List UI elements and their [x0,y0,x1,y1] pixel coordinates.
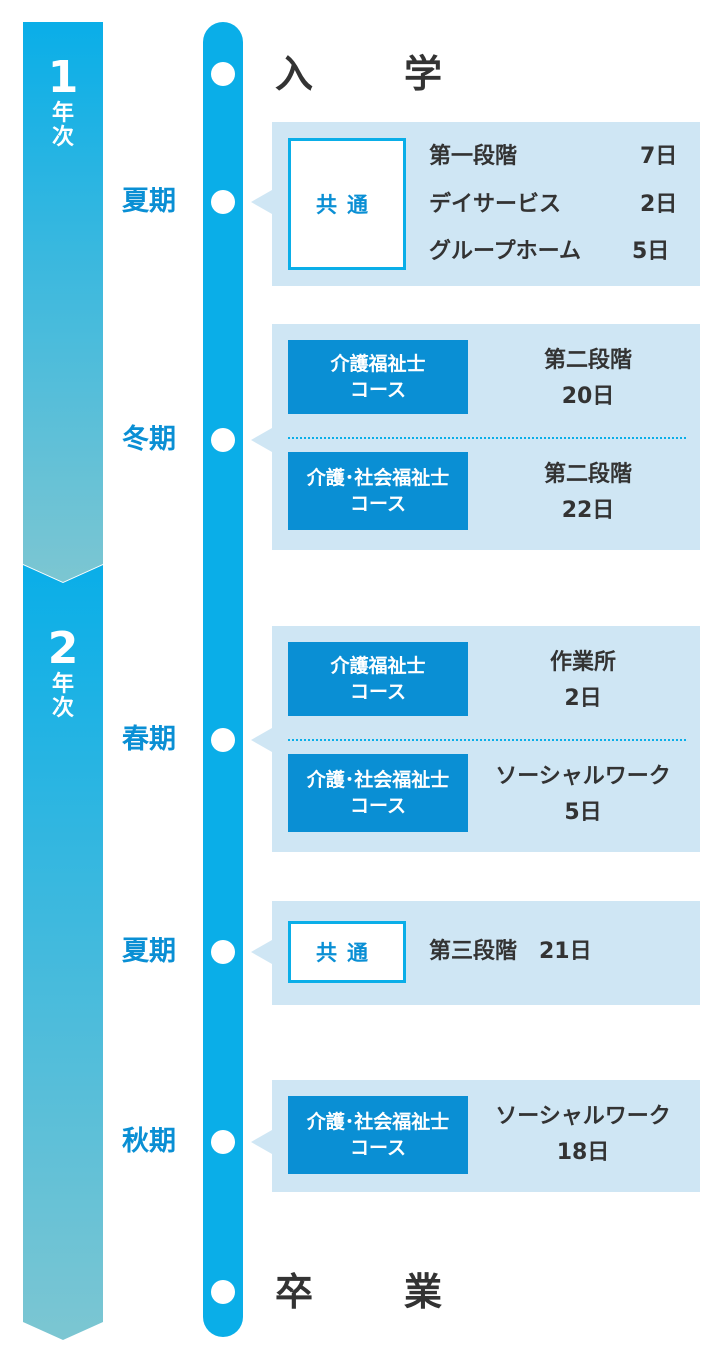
pointer-winter [251,428,272,452]
common-tag: 共通 [288,921,406,983]
stage-name-days: 第三段階 21日 [429,939,592,964]
year-2-suffix-2: 次 [51,696,74,721]
course-tag: 介護･社会福祉士 コース [288,452,468,530]
timeline-rail [203,22,243,1337]
course-name: 介護･社会福祉士 [306,467,450,489]
stage-days: 2日 [564,686,602,711]
course-suffix: コース [349,795,407,817]
pointer-spring [251,728,272,752]
year-1-suffix-1: 年 [51,101,74,126]
common-tag: 共通 [288,138,406,270]
stage-days: 5日 [564,800,602,825]
season-label-summer-2: 夏期 [122,936,176,967]
course-tag: 介護福祉士 コース [288,340,468,414]
panel-summer-1: 共通 第一段階 7日 デイサービス 2日 グループホーム 5日 [272,122,700,286]
stage-name: ソーシャルワーク [495,1104,671,1129]
course-suffix: コース [349,1137,407,1159]
course-tag: 介護福祉士 コース [288,642,468,716]
course-name: 介護福祉士 [330,353,426,375]
stage-name: グループホーム [429,239,582,264]
stage-days: 7日 [640,144,678,169]
season-label-winter: 冬期 [122,424,176,455]
graduation-char-2: 業 [404,1270,443,1314]
dot-spring [211,728,235,752]
year-1-arrow-shape [23,22,103,582]
dot-summer-2 [211,940,235,964]
stage-name: 第一段階 [429,144,518,169]
stage-name: 第二段階 [543,462,632,487]
stage-days: 22日 [561,498,615,523]
pointer-summer-2 [251,940,272,964]
stage-days: 18日 [556,1140,610,1165]
row-divider [288,739,686,741]
course-name: 介護･社会福祉士 [306,769,450,791]
course-tag: 介護･社会福祉士 コース [288,1096,468,1174]
row-divider [288,437,686,439]
season-label-summer-1: 夏期 [122,186,176,217]
course-suffix: コース [349,681,407,703]
course-name: 介護福祉士 [330,655,426,677]
year-1-bar: 1 年 次 [23,22,103,582]
dot-summer-1 [211,190,235,214]
pointer-summer-1 [251,190,272,214]
stage-days: 20日 [561,384,615,409]
stage-name: 作業所 [549,650,616,675]
entrance-char-1: 入 [275,52,314,96]
year-2-number: 2 [47,623,79,674]
dot-autumn [211,1130,235,1154]
year-1-number: 1 [47,52,79,103]
dot-winter [211,428,235,452]
pointer-autumn [251,1130,272,1154]
graduation-char-1: 卒 [275,1270,314,1314]
season-label-spring: 春期 [122,724,176,755]
panel-summer-2: 共通 第三段階 21日 [272,901,700,1005]
course-tag: 介護･社会福祉士 コース [288,754,468,832]
year-2-bar: 2 年 次 [23,565,103,1340]
dot-entrance [211,62,235,86]
year-2-suffix-1: 年 [51,672,74,697]
course-suffix: コース [349,379,407,401]
course-suffix: コース [349,493,407,515]
entrance-char-2: 学 [404,52,443,96]
stage-days: 5日 [632,239,670,264]
panel-autumn: 介護･社会福祉士 コース ソーシャルワーク 18日 [272,1080,700,1192]
stage-days: 2日 [640,192,678,217]
stage-name: 第二段階 [543,348,632,373]
year-1-suffix-2: 次 [51,125,74,150]
year-2-arrow-shape [23,565,103,1340]
dot-graduation [211,1280,235,1304]
season-label-autumn: 秋期 [122,1126,176,1157]
stage-name: デイサービス [429,192,562,217]
stage-name: ソーシャルワーク [495,764,671,789]
course-name: 介護･社会福祉士 [306,1111,450,1133]
